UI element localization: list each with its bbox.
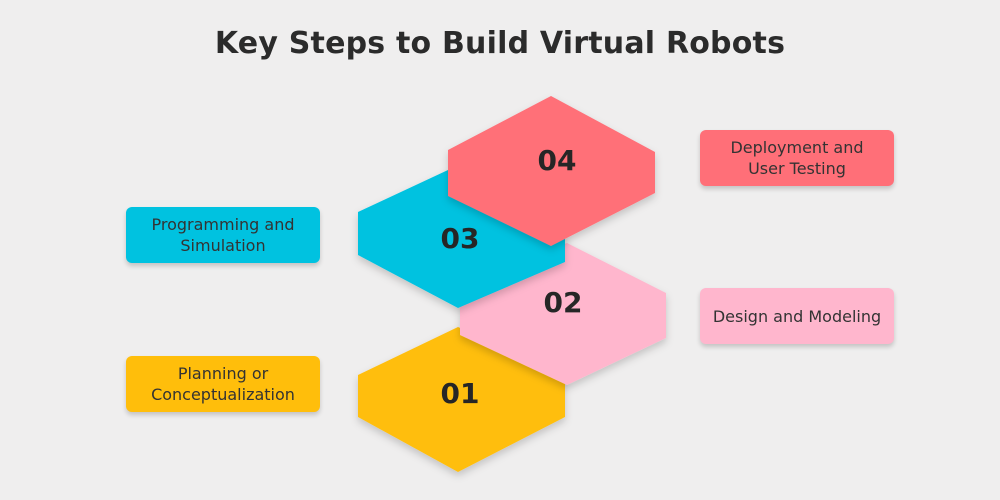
step-02-label: Design and Modeling [700,288,894,344]
step-03-number: 03 [441,222,480,255]
page-title: Key Steps to Build Virtual Robots [214,26,786,61]
step-04-shape: 04 [448,96,655,246]
step-01-shape: 01 [358,327,565,472]
step-04-number: 04 [538,144,577,177]
step-02-number: 02 [544,286,583,319]
step-03-label: Programming and Simulation [126,207,320,263]
step-01-number: 01 [441,377,480,410]
step-01-label: Planning or Conceptualization [126,356,320,412]
step-04-label: Deployment and User Testing [700,130,894,186]
